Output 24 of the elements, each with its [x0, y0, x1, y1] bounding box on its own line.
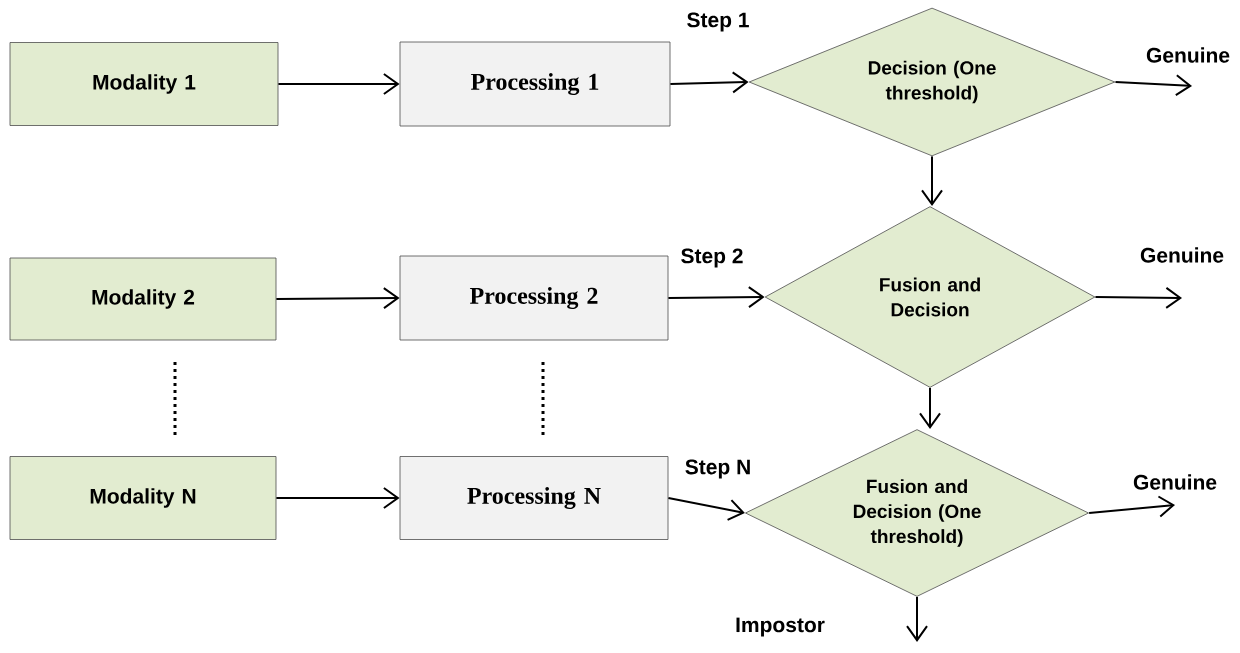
arrow: [906, 595, 928, 642]
edge-label: Impostor: [736, 617, 825, 637]
edge-label: Genuine: [1140, 247, 1224, 263]
arrow: [667, 497, 745, 521]
arrow: [669, 71, 749, 94]
modality-box: Modality 1: [9, 42, 279, 126]
arrow: [919, 386, 941, 430]
edge-label: Genuine: [1146, 47, 1230, 63]
processing-box: Processing 1: [399, 41, 671, 127]
modality-box: Modality N: [9, 456, 277, 540]
arrow: [275, 287, 400, 310]
arrow: [1094, 286, 1183, 309]
arrow: [1114, 74, 1192, 97]
edge-label: Step 1: [687, 12, 749, 32]
arrow: [275, 487, 400, 509]
processing-box: Processing N: [399, 456, 669, 540]
modality-box: Modality 2: [9, 257, 277, 341]
edge-label: Genuine: [1133, 474, 1217, 490]
arrow: [277, 73, 400, 95]
arrow: [667, 286, 765, 309]
processing-box: Processing 2: [399, 255, 669, 341]
arrow: [921, 155, 943, 207]
edge-label: Step 2: [681, 248, 743, 268]
arrow: [1088, 495, 1176, 518]
